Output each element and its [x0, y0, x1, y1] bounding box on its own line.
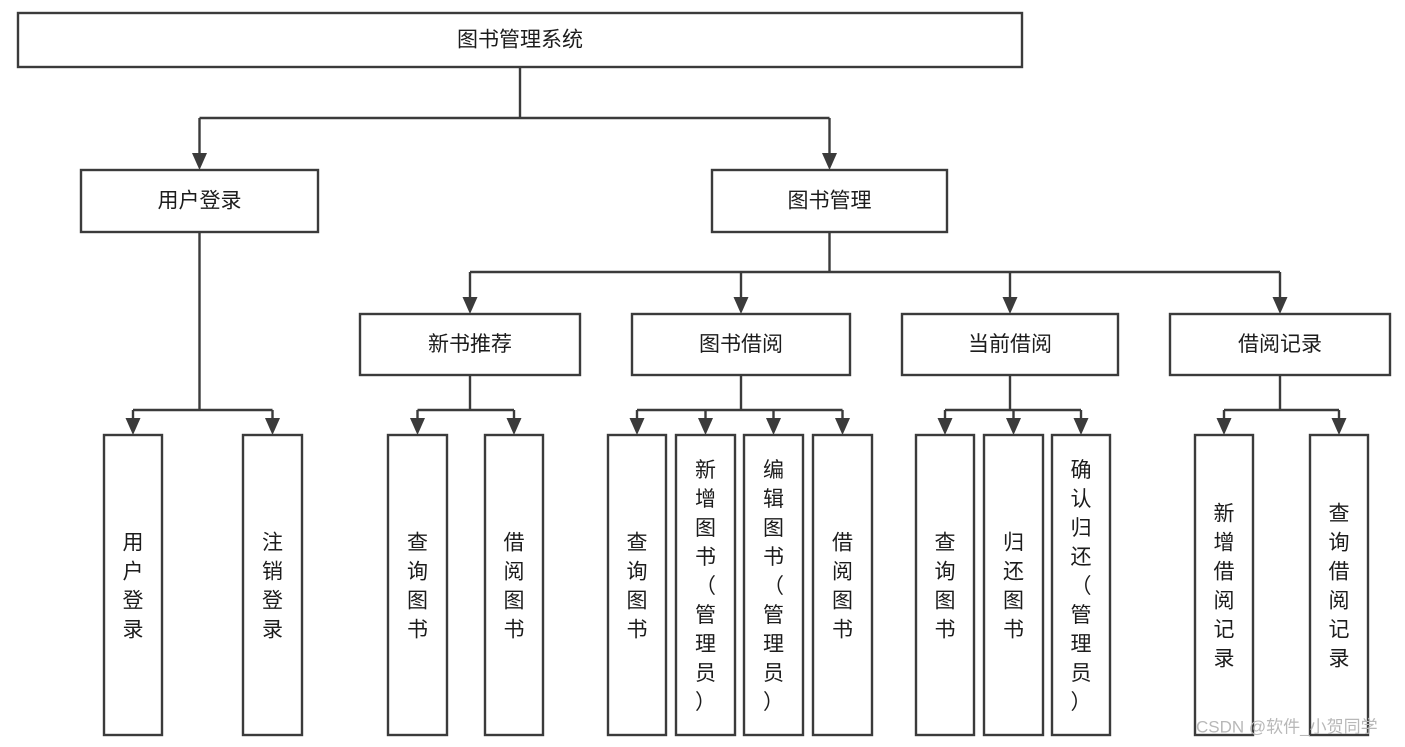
node-label-leaf-borrow-book-1: 借阅图书 [504, 532, 525, 642]
arrow-head [822, 153, 837, 170]
node-leaf-return-book[interactable]: 归还图书 [982, 433, 1045, 737]
arrow-head [265, 418, 280, 435]
node-label-leaf-add-book: 新增图书（管理员） [695, 459, 716, 714]
node-borrow-record[interactable]: 借阅记录 [1168, 312, 1392, 377]
edge-group-current-borrow [937, 375, 1089, 435]
arrow-head [835, 418, 850, 435]
node-label-book-manage: 图书管理 [788, 190, 872, 213]
edge-group-borrow-record [1216, 375, 1347, 435]
node-leaf-query-book-2[interactable]: 查询图书 [606, 433, 668, 737]
arrow-head [766, 418, 781, 435]
arrow-head [192, 153, 207, 170]
arrow-head [733, 297, 749, 314]
node-current-borrow[interactable]: 当前借阅 [900, 312, 1120, 377]
node-leaf-borrow-book-2[interactable]: 借阅图书 [811, 433, 874, 737]
node-new-book-recommend[interactable]: 新书推荐 [358, 312, 582, 377]
node-box-new-book-recommend [358, 312, 582, 377]
node-label-leaf-query-book-1: 查询图书 [407, 532, 428, 642]
node-leaf-query-borrow-record[interactable]: 查询借阅记录 [1308, 433, 1370, 737]
node-label-leaf-confirm-return: 确认归还（管理员） [1071, 459, 1092, 714]
edge-group-user-login [125, 232, 280, 435]
arrow-head [937, 418, 953, 435]
node-box-leaf-add-book [674, 433, 737, 737]
node-leaf-edit-book[interactable]: 编辑图书（管理员） [742, 433, 805, 737]
node-label-current-borrow: 当前借阅 [968, 333, 1052, 356]
node-leaf-add-borrow-record[interactable]: 新增借阅记录 [1193, 433, 1255, 737]
node-root[interactable]: 图书管理系统 [16, 11, 1024, 69]
arrow-head [1331, 418, 1347, 435]
node-label-leaf-query-book-2: 查询图书 [627, 532, 648, 642]
node-box-borrow-record [1168, 312, 1392, 377]
arrow-head [1002, 297, 1018, 314]
node-box-leaf-query-book-2 [606, 433, 668, 737]
node-book-borrow[interactable]: 图书借阅 [630, 312, 852, 377]
node-label-leaf-user-login: 用户登录 [123, 532, 144, 642]
node-box-leaf-borrow-book-1 [483, 433, 545, 737]
arrow-head [629, 418, 645, 435]
node-label-leaf-user-logout: 注销登录 [262, 532, 283, 642]
node-box-leaf-edit-book [742, 433, 805, 737]
node-book-manage[interactable]: 图书管理 [710, 168, 949, 234]
node-box-leaf-user-logout [241, 433, 304, 737]
node-leaf-confirm-return[interactable]: 确认归还（管理员） [1050, 433, 1112, 737]
node-box-leaf-add-borrow-record [1193, 433, 1255, 737]
node-box-leaf-query-book-1 [386, 433, 449, 737]
connector-layer [125, 67, 1347, 435]
csdn-watermark: CSDN @软件_小贺同学 [1196, 717, 1378, 736]
arrow-head [698, 418, 713, 435]
node-leaf-add-book[interactable]: 新增图书（管理员） [674, 433, 737, 737]
node-box-leaf-return-book [982, 433, 1045, 737]
node-label-leaf-borrow-book-2: 借阅图书 [832, 532, 853, 642]
edge-group-book-manage [462, 232, 1288, 314]
node-layer: 图书管理系统用户登录图书管理新书推荐图书借阅当前借阅借阅记录用户登录注销登录查询… [16, 11, 1392, 737]
node-box-leaf-confirm-return [1050, 433, 1112, 737]
node-user-login[interactable]: 用户登录 [79, 168, 320, 234]
node-label-leaf-return-book: 归还图书 [1003, 532, 1024, 642]
arrow-head [1272, 297, 1288, 314]
arrow-head [125, 418, 141, 435]
node-box-leaf-query-borrow-record [1308, 433, 1370, 737]
node-box-book-manage [710, 168, 949, 234]
arrow-head [462, 297, 478, 314]
node-leaf-user-login[interactable]: 用户登录 [102, 433, 164, 737]
node-box-user-login [79, 168, 320, 234]
node-label-leaf-add-borrow-record: 新增借阅记录 [1214, 503, 1235, 671]
node-box-leaf-query-book-3 [914, 433, 976, 737]
node-label-new-book-recommend: 新书推荐 [428, 333, 512, 356]
arrow-head [1216, 418, 1232, 435]
node-label-book-borrow: 图书借阅 [699, 333, 783, 356]
edge-group-book-borrow [629, 375, 850, 435]
node-leaf-query-book-1[interactable]: 查询图书 [386, 433, 449, 737]
node-label-leaf-query-borrow-record: 查询借阅记录 [1329, 503, 1350, 671]
edge-group-new-book-recommend [410, 375, 522, 435]
node-label-leaf-edit-book: 编辑图书（管理员） [763, 459, 784, 714]
node-box-root [16, 11, 1024, 69]
node-leaf-user-logout[interactable]: 注销登录 [241, 433, 304, 737]
node-box-leaf-borrow-book-2 [811, 433, 874, 737]
node-label-user-login: 用户登录 [158, 190, 242, 213]
arrow-head [506, 418, 522, 435]
node-label-root: 图书管理系统 [457, 29, 583, 52]
arrow-head [1006, 418, 1021, 435]
node-leaf-query-book-3[interactable]: 查询图书 [914, 433, 976, 737]
node-label-leaf-query-book-3: 查询图书 [935, 532, 956, 642]
node-box-book-borrow [630, 312, 852, 377]
edge-group-root [192, 67, 837, 170]
arrow-head [410, 418, 425, 435]
node-box-current-borrow [900, 312, 1120, 377]
arrow-head [1073, 418, 1089, 435]
node-label-borrow-record: 借阅记录 [1238, 333, 1322, 356]
node-box-leaf-user-login [102, 433, 164, 737]
node-leaf-borrow-book-1[interactable]: 借阅图书 [483, 433, 545, 737]
